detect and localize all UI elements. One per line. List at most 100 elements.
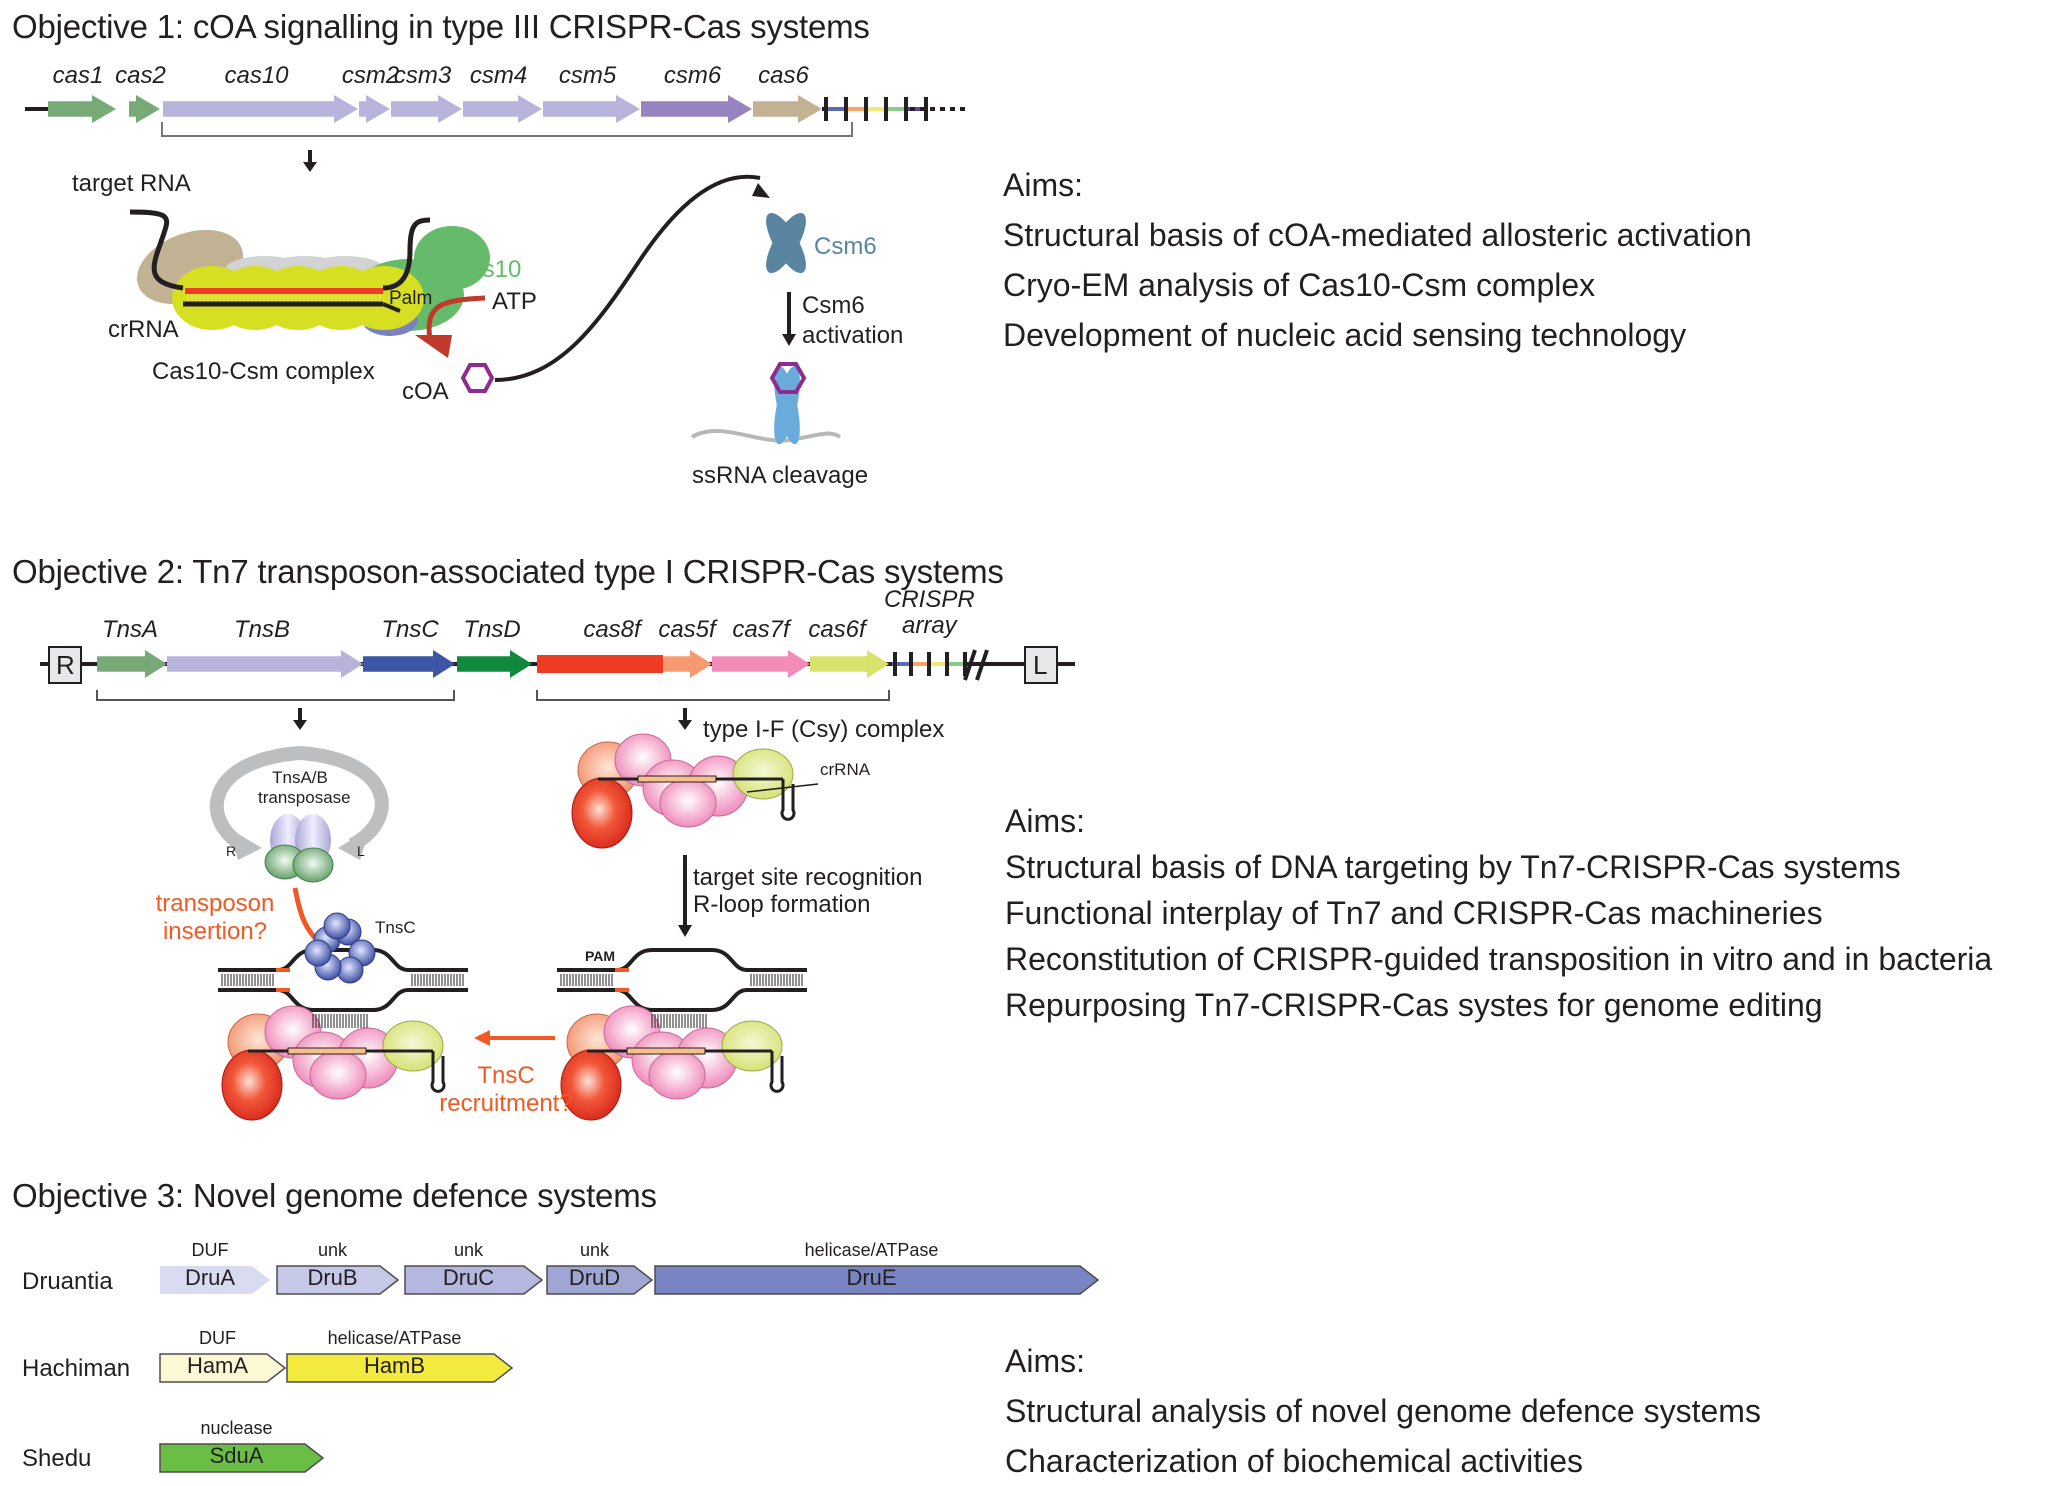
recruitment-label-1: TnsC	[477, 1062, 535, 1089]
gene-arrow-csm4	[463, 95, 542, 123]
gene-label-TnsB: TnsB	[233, 616, 291, 643]
tnsab-transposase	[209, 745, 389, 952]
dna-nontarget-strand	[218, 948, 468, 972]
crrna-hairpin	[780, 779, 796, 821]
recruitment-label-2: recruitment?	[439, 1090, 573, 1117]
left-end-label: L	[1033, 650, 1048, 680]
insertion-label: transposon insertion?	[150, 890, 280, 946]
gene-arrow-cas10	[163, 95, 358, 123]
cas7f-subunit	[648, 1050, 706, 1100]
coa-label: cOA	[402, 378, 449, 405]
gene-box-DruE	[654, 1265, 1100, 1295]
down-arrow-icon	[678, 720, 692, 730]
tnsc-heptamer	[304, 912, 376, 984]
cas6f-subunit	[382, 1020, 444, 1072]
cas8f-subunit	[571, 777, 633, 849]
gene-label-cas10: cas10	[224, 62, 289, 89]
target-rna-strand	[129, 209, 184, 291]
aim-item: Repurposing Tn7-CRISPR-Cas systes for ge…	[1005, 987, 1823, 1023]
gene-label-cas7f: cas7f	[732, 616, 790, 643]
crrna-label-obj2: crRNA	[820, 760, 871, 779]
aim-item: Cryo-EM analysis of Cas10-Csm complex	[1003, 267, 1596, 303]
cas10-csm-complex	[129, 174, 770, 393]
gene-function-HamB: helicase/ATPase	[327, 1328, 462, 1348]
cas6f-subunit	[721, 1020, 783, 1072]
complex-label: Cas10-Csm complex	[152, 358, 375, 385]
coa-hexagon-icon	[460, 363, 495, 393]
gene-function-DruD: unk	[579, 1240, 610, 1260]
right-end-box	[48, 646, 82, 684]
gene-name-DruA: DruA	[184, 1265, 236, 1290]
crrna-hairpin	[430, 1051, 446, 1093]
gene-name-HamA: HamA	[186, 1353, 249, 1378]
dna-nontarget-strand	[557, 948, 807, 972]
csm6-activation-label-1: Csm6	[802, 292, 865, 319]
gene-arrow-csm2	[359, 95, 390, 123]
cas8f-subunit	[221, 1049, 283, 1121]
gene-label-cas6f: cas6f	[808, 616, 866, 643]
system-name-shedu: Shedu	[22, 1445, 92, 1472]
insertion-label-2: insertion?	[162, 918, 268, 945]
aim-item: Characterization of biochemical activiti…	[1005, 1443, 1584, 1479]
recognition-label-1: target site recognition	[693, 864, 923, 891]
aim-item: Structural basis of DNA targeting by Tn7…	[1005, 849, 1901, 885]
coa-bound-hexagon-icon	[769, 362, 807, 394]
csm6-inactive	[766, 212, 806, 274]
transposase-r-label: R	[226, 843, 237, 859]
aim-item: Functional interplay of Tn7 and CRISPR-C…	[1005, 895, 1823, 931]
gene-box-DruA	[160, 1266, 270, 1294]
gene-label-cas6: cas6	[758, 62, 809, 89]
csm6-activation-label-2: activation	[802, 322, 904, 349]
transposase-label-1: TnsA/B	[272, 768, 328, 787]
aim-item: Reconstitution of CRISPR-guided transpos…	[1005, 941, 1993, 977]
insertion-label-1: transposon	[155, 890, 275, 917]
gene-arrow-csm3	[391, 95, 462, 123]
gene-arrow-TnsC	[363, 650, 455, 678]
ssrna-cleavage-label: ssRNA cleavage	[692, 462, 869, 489]
gene-arrow-cas7f	[712, 650, 810, 678]
gene-label-cas1: cas1	[52, 62, 104, 89]
gene-name-HamB: HamB	[363, 1353, 426, 1378]
gene-box-DruC	[404, 1265, 544, 1295]
dna-target-strand	[557, 988, 807, 1012]
coa-to-csm6-arrow	[494, 174, 761, 382]
left-end-box	[1024, 646, 1058, 684]
transposase-label-2: transposase	[258, 788, 351, 807]
objective-3-title: Objective 3: Novel genome defence system…	[12, 1177, 657, 1214]
gene-arrow-cas2	[129, 95, 160, 123]
spacer-segment	[637, 775, 717, 783]
target-rna-label: target RNA	[72, 170, 191, 197]
aims-heading: Aims:	[1005, 1343, 1085, 1379]
gene-arrow-TnsA	[97, 650, 167, 678]
obj1-gene-track	[25, 95, 965, 172]
objective-2-title: Objective 2: Tn7 transposon-associated t…	[12, 553, 1004, 590]
gene-label-csm6: csm6	[663, 62, 722, 89]
transposase-l-label: L	[357, 843, 365, 859]
gene-box-HamA	[159, 1353, 287, 1383]
cas7f-subunit	[659, 778, 717, 828]
obj2-aims: Aims: Structural basis of DNA targeting …	[1005, 798, 1992, 1028]
gene-function-SduA: nuclease	[200, 1418, 273, 1438]
down-arrow-icon	[293, 720, 307, 730]
crispr-array-label-2: array	[902, 612, 957, 639]
gene-function-DruA: DUF	[191, 1240, 229, 1260]
tnsc-label: TnsC	[375, 918, 416, 937]
gene-label-cas2: cas2	[115, 62, 166, 89]
csy-complex	[571, 733, 796, 849]
gene-box-HamB	[286, 1353, 514, 1383]
atp-to-coa-arrow	[426, 295, 486, 341]
gene-function-HamA: DUF	[199, 1328, 236, 1348]
transposase-label: TnsA/B transposase	[258, 768, 351, 808]
gene-label-TnsC: TnsC	[381, 616, 439, 643]
gene-label-TnsD: TnsD	[463, 616, 521, 643]
ssrna-strand	[690, 429, 842, 443]
gene-arrow-cas6	[753, 95, 822, 123]
crrna-hairpin	[769, 1051, 785, 1093]
gene-arrow-cas1	[48, 95, 116, 123]
gene-arrow-cas8f	[537, 655, 663, 673]
gene-function-DruB: unk	[317, 1240, 348, 1260]
gene-label-TnsA: TnsA	[101, 616, 159, 643]
crispr-array-label-1: CRISPR	[884, 586, 975, 613]
cas7f-subunit	[309, 1050, 367, 1100]
gene-arrow-csm6	[641, 95, 752, 123]
